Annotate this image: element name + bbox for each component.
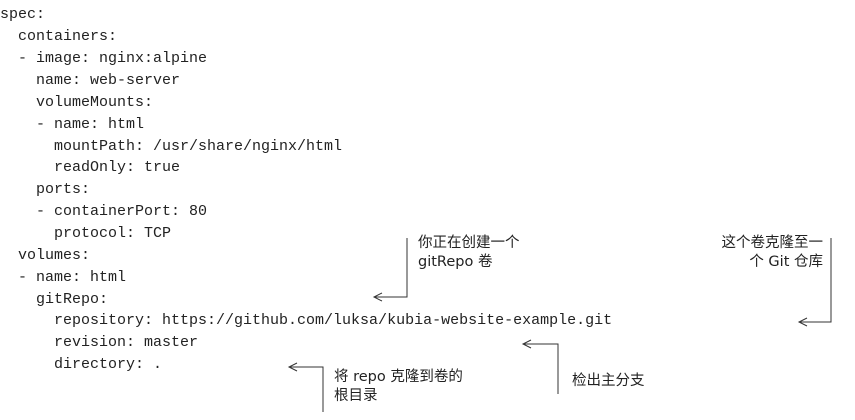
- code-line: - containerPort: 80: [0, 203, 208, 220]
- annotation-checkout-master: 检出主分支: [572, 372, 645, 391]
- code-line: - image: nginx:alpine: [0, 50, 208, 67]
- code-line: name: web-server: [0, 72, 181, 89]
- annotation-clone-to-root: 将 repo 克隆到卷的 根目录: [334, 368, 463, 406]
- annotation-line: 你正在创建一个: [418, 235, 520, 251]
- callout-arrow-gitrepo: [374, 238, 408, 298]
- code-line: readOnly: true: [0, 159, 181, 176]
- code-line: - name: html: [0, 269, 127, 286]
- arrowhead-icon: [372, 292, 383, 302]
- callout-arrow-repository: [799, 238, 832, 323]
- code-line: - name: html: [0, 116, 145, 133]
- code-line: volumes:: [0, 247, 91, 264]
- code-line: revision: master: [0, 334, 199, 351]
- callout-arrow-revision: [523, 343, 559, 394]
- annotation-gitrepo-volume: 你正在创建一个 gitRepo 卷: [418, 234, 520, 272]
- annotation-line: 根目录: [334, 388, 378, 404]
- annotation-line: gitRepo 卷: [418, 254, 493, 270]
- code-line: ports:: [0, 181, 91, 198]
- code-line: gitRepo:: [0, 291, 109, 308]
- annotation-line: 个 Git 仓库: [749, 254, 823, 270]
- code-line: containers:: [0, 28, 118, 45]
- code-line: mountPath: /usr/share/nginx/html: [0, 138, 343, 155]
- annotation-clone-git-repo: 这个卷克隆至一 个 Git 仓库: [722, 234, 824, 272]
- arrowhead-icon: [797, 317, 808, 327]
- callout-arrow-directory: [289, 366, 324, 412]
- code-line: volumeMounts:: [0, 94, 154, 111]
- annotation-line: 检出主分支: [572, 373, 645, 389]
- arrowhead-icon: [287, 362, 298, 372]
- arrowhead-icon: [521, 339, 532, 349]
- code-line: directory: .: [0, 356, 163, 373]
- annotation-line: 将 repo 克隆到卷的: [334, 369, 463, 385]
- code-line: protocol: TCP: [0, 225, 172, 242]
- annotation-line: 这个卷克隆至一: [721, 235, 824, 251]
- code-line: spec:: [0, 6, 46, 23]
- code-line: repository: https://github.com/luksa/kub…: [0, 312, 613, 329]
